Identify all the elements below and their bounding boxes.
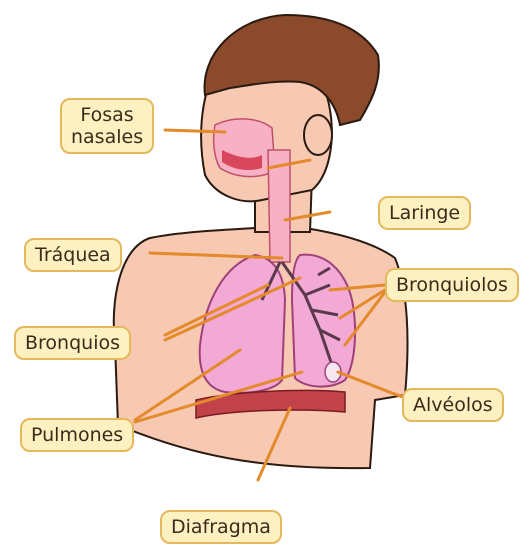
label-traquea: Tráquea — [24, 238, 122, 272]
label-alveolos-text: Alvéolos — [413, 394, 493, 416]
label-bronquiolos: Bronquiolos — [385, 268, 519, 302]
label-laringe: Laringe — [378, 196, 471, 230]
label-bronquios: Bronquios — [14, 326, 131, 360]
label-bronquios-text: Bronquios — [25, 332, 120, 354]
label-diafragma: Diafragma — [160, 510, 282, 544]
label-pulmones-text: Pulmones — [31, 424, 123, 446]
label-laringe-text: Laringe — [389, 202, 460, 224]
label-alveolos: Alvéolos — [402, 388, 504, 422]
ear — [304, 115, 332, 155]
label-diafragma-text: Diafragma — [171, 516, 271, 538]
label-fosas-nasales: Fosas nasales — [60, 98, 154, 154]
label-fosas-line2: nasales — [71, 126, 143, 148]
label-fosas-line1: Fosas — [71, 104, 143, 126]
label-bronquiolos-text: Bronquiolos — [396, 274, 508, 296]
label-traquea-text: Tráquea — [35, 244, 111, 266]
label-pulmones: Pulmones — [20, 418, 134, 452]
